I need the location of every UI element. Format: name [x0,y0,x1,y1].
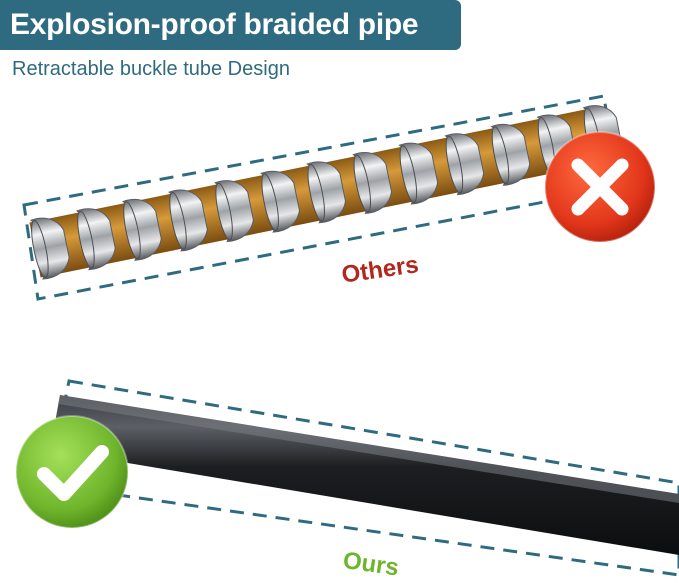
pipe-coil-edge [261,173,279,232]
pipe-coil-edge [353,154,372,213]
title-banner: Explosion-proof braided pipe [0,0,461,50]
ours-black-pipe [50,395,679,555]
check-badge [15,415,129,529]
page-title: Explosion-proof braided pipe [10,8,419,41]
pipe-coil-edge [307,163,325,222]
pipe-coil-edge [399,145,418,203]
pipe-coil-edge [123,201,141,260]
cross-badge [544,131,656,243]
pipe-coil-edge [491,126,510,185]
pipe-coil-edge [169,191,187,250]
pipe-coil-edge [31,220,49,278]
pipe-coil-edge [215,182,233,241]
pipe-coil-edge [77,210,95,269]
check-icon [37,445,109,501]
cross-icon [571,158,629,216]
pipe-coil-edge [445,135,464,194]
others-metal-pipe [29,105,623,280]
page-subtitle: Retractable buckle tube Design [12,58,290,80]
others-dashed-frame [22,94,619,301]
